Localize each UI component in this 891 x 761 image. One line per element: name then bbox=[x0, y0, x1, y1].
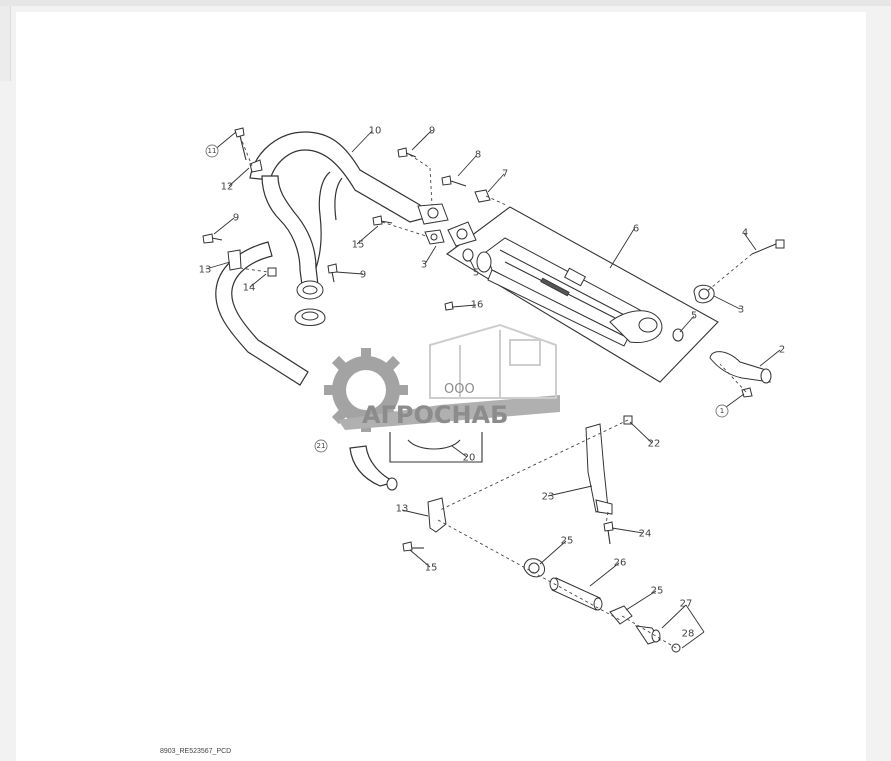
svg-text:7: 7 bbox=[502, 169, 508, 180]
svg-text:15: 15 bbox=[352, 240, 365, 251]
fittings bbox=[523, 558, 681, 653]
callout-8: 8 bbox=[475, 150, 481, 161]
svg-text:26: 26 bbox=[614, 558, 627, 569]
svg-text:9: 9 bbox=[360, 270, 366, 281]
svg-text:20: 20 bbox=[463, 453, 476, 464]
watermark-brand: АГРОСНАБ bbox=[362, 401, 508, 429]
svg-text:23: 23 bbox=[542, 492, 555, 503]
callout-1: 1 bbox=[715, 404, 729, 418]
svg-text:9: 9 bbox=[429, 126, 435, 137]
callout-20: 20 bbox=[463, 453, 476, 464]
callout-28: 28 bbox=[682, 629, 695, 640]
callout-9: 9 bbox=[429, 126, 435, 137]
callout-3b: 3 bbox=[738, 305, 744, 316]
callout-4: 4 bbox=[742, 228, 748, 239]
svg-text:9: 9 bbox=[233, 213, 239, 224]
svg-text:13: 13 bbox=[199, 265, 212, 276]
svg-text:8: 8 bbox=[475, 150, 481, 161]
diagram-paper bbox=[16, 12, 866, 761]
svg-text:3: 3 bbox=[421, 260, 427, 271]
callout-13a: 13 bbox=[199, 265, 212, 276]
callout-11: 11 bbox=[205, 144, 219, 158]
callout-7: 7 bbox=[502, 169, 508, 180]
callout-27: 27 bbox=[680, 599, 693, 610]
svg-text:16: 16 bbox=[471, 300, 484, 311]
svg-text:5: 5 bbox=[473, 268, 479, 279]
svg-text:1: 1 bbox=[720, 407, 724, 415]
callout-16: 16 bbox=[471, 300, 484, 311]
svg-text:24: 24 bbox=[639, 529, 652, 540]
callout-5b: 5 bbox=[691, 311, 697, 322]
callout-9c: 9 bbox=[360, 270, 366, 281]
svg-text:6: 6 bbox=[633, 224, 639, 235]
svg-text:12: 12 bbox=[221, 182, 234, 193]
callout-13b: 13 bbox=[396, 504, 409, 515]
callout-14: 14 bbox=[243, 283, 256, 294]
callout-23: 23 bbox=[542, 492, 555, 503]
top-bar bbox=[0, 0, 891, 6]
callout-labels: 10 9 8 7 6 4 11 12 9 13 14 15 9 3 5 16 3… bbox=[199, 126, 786, 640]
svg-text:15: 15 bbox=[425, 563, 438, 574]
drawing-code: 8903_RE523567_PCD bbox=[160, 748, 232, 755]
callout-26: 26 bbox=[614, 558, 627, 569]
callout-2: 2 bbox=[779, 345, 785, 356]
callout-25a: 25 bbox=[561, 536, 574, 547]
item-20-box bbox=[389, 432, 483, 463]
svg-text:22: 22 bbox=[648, 439, 661, 450]
agrosnab-watermark bbox=[324, 323, 560, 432]
egr-cooler-6 bbox=[446, 206, 719, 383]
svg-text:3: 3 bbox=[738, 305, 744, 316]
callout-15b: 15 bbox=[425, 563, 438, 574]
callout-6: 6 bbox=[633, 224, 639, 235]
callout-3a: 3 bbox=[421, 260, 427, 271]
svg-text:21: 21 bbox=[317, 442, 326, 450]
svg-text:14: 14 bbox=[243, 283, 256, 294]
svg-text:28: 28 bbox=[682, 629, 695, 640]
callout-12: 12 bbox=[221, 182, 234, 193]
callout-22: 22 bbox=[648, 439, 661, 450]
dash-lines bbox=[239, 135, 753, 649]
svg-text:25: 25 bbox=[651, 586, 664, 597]
callout-9b: 9 bbox=[233, 213, 239, 224]
bolts bbox=[202, 127, 785, 425]
leader-lines bbox=[205, 130, 781, 649]
bracket-23 bbox=[402, 423, 614, 552]
svg-text:5: 5 bbox=[691, 311, 697, 322]
svg-text:25: 25 bbox=[561, 536, 574, 547]
egr-tube-21 bbox=[215, 241, 398, 491]
callout-24: 24 bbox=[639, 529, 652, 540]
callout-21: 21 bbox=[314, 439, 328, 453]
callout-10: 10 bbox=[369, 126, 382, 137]
svg-text:13: 13 bbox=[396, 504, 409, 515]
gaskets bbox=[447, 221, 715, 342]
egr-tube-10 bbox=[249, 131, 449, 326]
callout-5a: 5 bbox=[473, 268, 479, 279]
svg-text:2: 2 bbox=[779, 345, 785, 356]
svg-text:4: 4 bbox=[742, 228, 748, 239]
svg-text:11: 11 bbox=[208, 147, 217, 155]
svg-text:27: 27 bbox=[680, 599, 693, 610]
callout-25b: 25 bbox=[651, 586, 664, 597]
sidebar-edge bbox=[0, 6, 11, 81]
callout-15a: 15 bbox=[352, 240, 365, 251]
watermark-prefix: ООО bbox=[444, 382, 475, 397]
svg-text:10: 10 bbox=[369, 126, 382, 137]
